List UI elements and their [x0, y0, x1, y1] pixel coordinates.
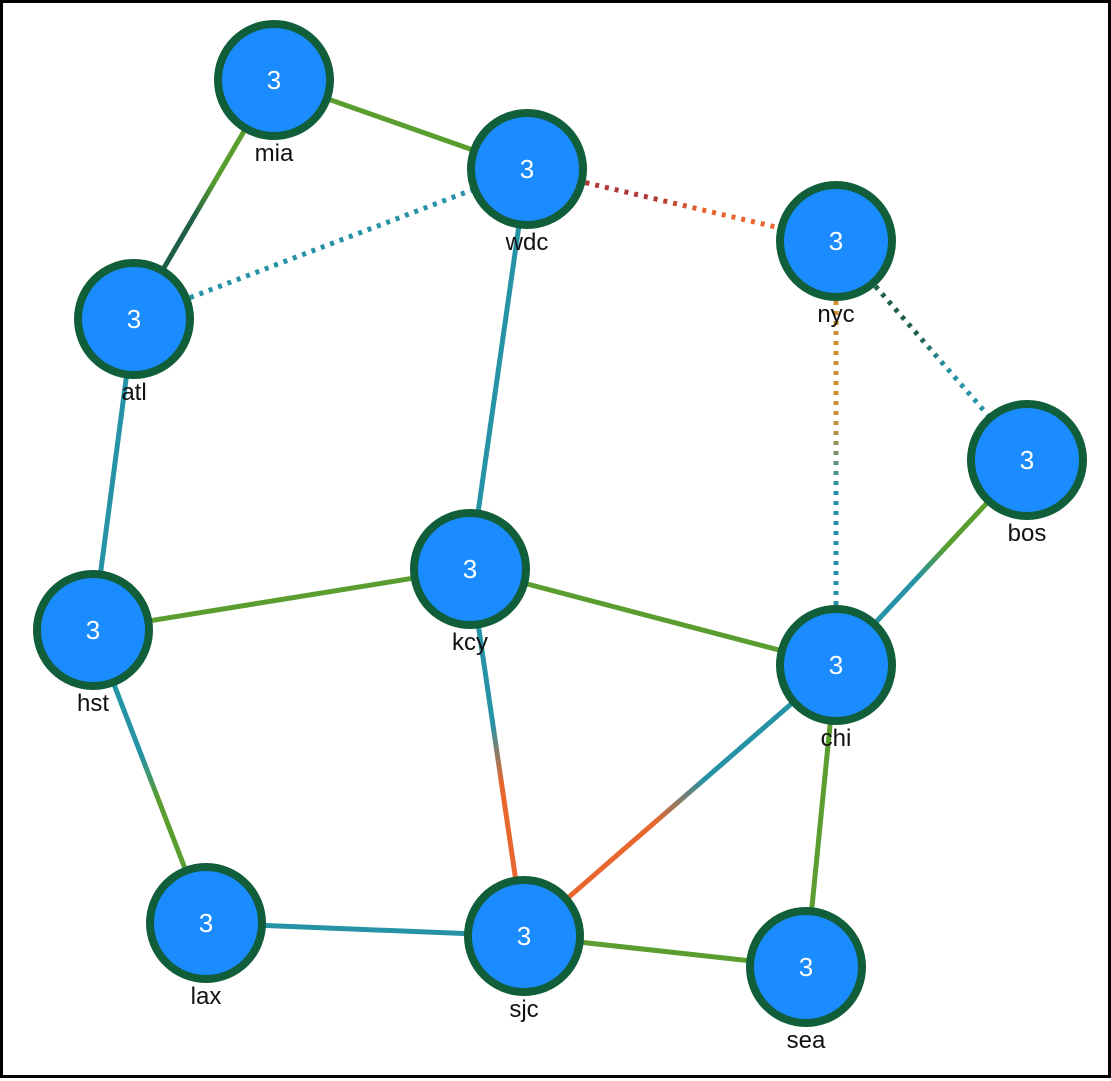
node-wdc[interactable]: 3 wdc	[467, 109, 587, 256]
node-label: lax	[191, 983, 222, 1010]
node-circle[interactable]	[74, 259, 194, 379]
node-bos[interactable]: 3 bos	[967, 400, 1087, 547]
node-count: 3	[829, 226, 843, 256]
node-layer: 3 mia 3 wdc 3 nyc 3 atl 3 bos 3 kcy 3 hst 3 chi 3 lax 3 sjc…	[33, 20, 1087, 1054]
node-count: 3	[463, 554, 477, 584]
node-count: 3	[799, 952, 813, 982]
node-label: kcy	[452, 629, 488, 656]
edge-hst-kcy	[92, 566, 471, 633]
node-circle[interactable]	[467, 109, 587, 229]
node-label: atl	[121, 379, 146, 406]
node-circle[interactable]	[410, 509, 530, 629]
node-lax[interactable]: 3 lax	[146, 863, 266, 1010]
node-circle[interactable]	[746, 907, 866, 1027]
node-nyc[interactable]: 3 nyc	[776, 181, 896, 328]
node-hst[interactable]: 3 hst	[33, 570, 153, 717]
node-mia[interactable]: 3 mia	[214, 20, 334, 167]
node-circle[interactable]	[146, 863, 266, 983]
node-label: sea	[787, 1027, 826, 1054]
node-label: bos	[1008, 520, 1047, 547]
node-label: nyc	[817, 301, 854, 328]
node-count: 3	[829, 650, 843, 680]
node-count: 3	[520, 154, 534, 184]
node-sjc[interactable]: 3 sjc	[464, 876, 584, 1023]
node-chi[interactable]: 3 chi	[776, 605, 896, 752]
node-count: 3	[199, 908, 213, 938]
node-circle[interactable]	[464, 876, 584, 996]
node-label: wdc	[505, 229, 549, 256]
network-graph: 3 mia 3 wdc 3 nyc 3 atl 3 bos 3 kcy 3 hst 3 chi 3 lax 3 sjc…	[33, 20, 1087, 1054]
node-circle[interactable]	[33, 570, 153, 690]
node-atl[interactable]: 3 atl	[74, 259, 194, 406]
edge-kcy-chi	[469, 566, 837, 668]
edge-atl-wdc	[133, 166, 528, 322]
node-count: 3	[86, 615, 100, 645]
node-circle[interactable]	[776, 605, 896, 725]
node-circle[interactable]	[214, 20, 334, 140]
node-circle[interactable]	[967, 400, 1087, 520]
node-label: chi	[821, 725, 852, 752]
node-circle[interactable]	[776, 181, 896, 301]
node-label: hst	[77, 690, 109, 717]
node-kcy[interactable]: 3 kcy	[410, 509, 530, 656]
edge-wdc-kcy	[467, 168, 530, 570]
node-sea[interactable]: 3 sea	[746, 907, 866, 1054]
node-label: mia	[255, 140, 294, 167]
node-count: 3	[127, 304, 141, 334]
node-count: 3	[267, 65, 281, 95]
edge-kcy-sjc	[467, 568, 527, 937]
node-label: sjc	[509, 996, 538, 1023]
node-count: 3	[517, 921, 531, 951]
edge-chi-sjc	[522, 663, 838, 938]
node-count: 3	[1020, 445, 1034, 475]
